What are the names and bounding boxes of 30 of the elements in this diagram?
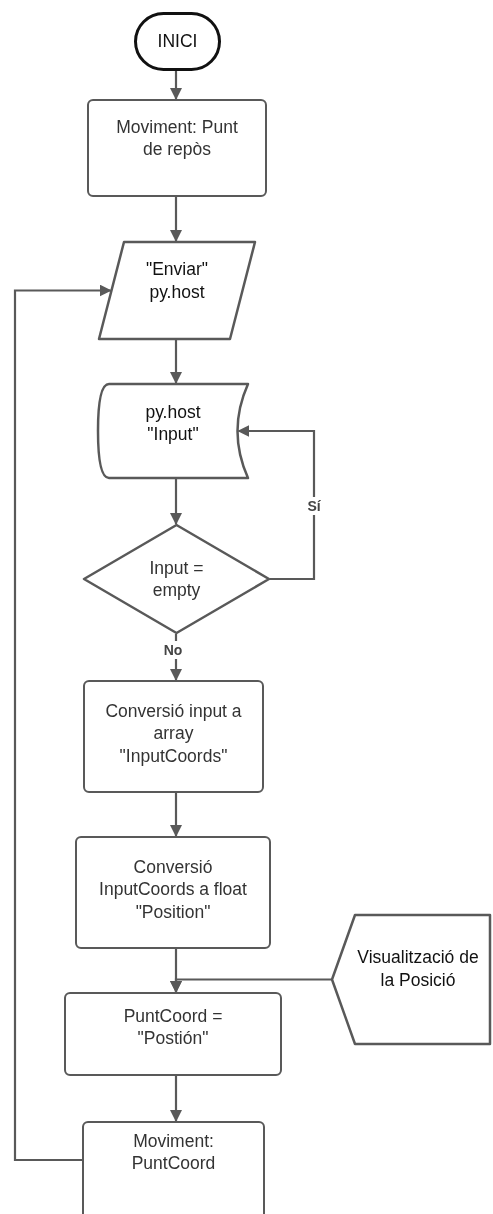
- step-text: Moviment: PuntCoord: [130, 1129, 217, 1175]
- step-text: "Enviar" py.host: [145, 258, 209, 303]
- arrow: [237, 425, 316, 581]
- step-text: Moviment: Punt de repòs: [115, 115, 239, 161]
- arrow: [170, 793, 182, 837]
- step-text: Visualització de la Posició: [357, 946, 479, 991]
- process-box: [82, 1121, 265, 1214]
- step-text: INICI: [157, 30, 198, 53]
- step-text: py.host "Input": [144, 400, 202, 446]
- arrow: [170, 71, 182, 100]
- edge-label: No: [161, 641, 185, 659]
- input-output-parallelogram: [98, 241, 256, 340]
- process-box: [75, 836, 271, 949]
- arrow: [170, 479, 182, 525]
- step-text: Conversió InputCoords a float "Position": [98, 856, 248, 923]
- process-box: [83, 680, 264, 793]
- stored-data-shape: [97, 383, 249, 479]
- arrow: [170, 1076, 182, 1122]
- arrow: [13, 284, 112, 1162]
- decision-diamond: [83, 524, 270, 634]
- arrow: [170, 197, 182, 242]
- edge-label: Sí: [305, 497, 323, 515]
- process-box: [87, 99, 267, 197]
- step-text: PuntCoord = "Postión": [122, 1004, 224, 1050]
- step-text: Input = empty: [148, 556, 205, 602]
- arrow: [170, 340, 182, 384]
- arrow: [170, 978, 331, 993]
- process-box: [64, 992, 282, 1076]
- step-text: Conversió input a array "InputCoords": [104, 700, 243, 767]
- display-shape: [331, 914, 491, 1045]
